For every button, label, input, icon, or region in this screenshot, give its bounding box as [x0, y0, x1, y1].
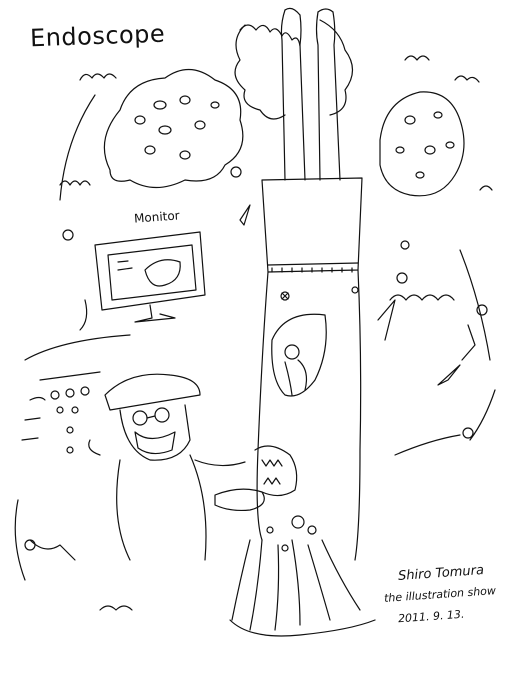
surgeon — [89, 374, 245, 560]
patient-body — [257, 178, 362, 560]
control-panel — [22, 335, 130, 453]
cloud-scallops — [60, 25, 492, 610]
patient-mouth — [215, 446, 297, 510]
inner-person-window — [272, 314, 326, 396]
cloud-planet-right — [380, 92, 464, 196]
cloud-planet-left — [104, 69, 242, 187]
patient-hair — [230, 540, 375, 636]
splashes — [267, 516, 316, 551]
floating-instruments — [25, 167, 487, 560]
monitor — [95, 232, 205, 322]
patient-legs — [281, 8, 340, 180]
tree-foliage — [235, 20, 352, 119]
page-title: Endoscope — [29, 19, 166, 53]
swirl-arcs — [15, 95, 495, 580]
